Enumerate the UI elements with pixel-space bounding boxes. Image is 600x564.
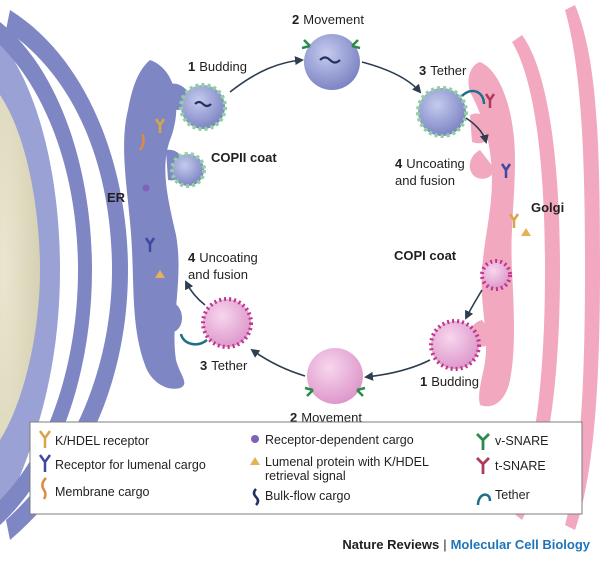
v-snare-icon <box>351 39 361 50</box>
credit-separator: | <box>443 537 447 552</box>
golgi-outer-cisterna <box>565 5 600 530</box>
golgi-label: Golgi <box>531 200 564 215</box>
golgi-cis-cisterna <box>468 62 515 407</box>
arrow-budding-to-movement <box>229 56 304 93</box>
arrow-golgi-uncoating <box>465 117 489 144</box>
t-snare-legend-icon <box>476 457 490 474</box>
v-snare-icon <box>301 39 311 50</box>
k-hdel-receptor-icon <box>508 213 520 228</box>
v-snare-icon <box>356 386 366 397</box>
copii-vesicle <box>416 86 468 138</box>
copi-vesicle <box>307 348 363 404</box>
copi-vesicle-moving <box>304 348 366 404</box>
figure-credit: Nature Reviews|Molecular Cell Biology <box>342 537 590 552</box>
copii-vesicle-moving <box>301 34 361 90</box>
membrane-cargo-legend-icon <box>41 477 47 500</box>
copi-coat-label: COPI coat <box>394 248 457 263</box>
copi-vesicle <box>429 319 481 371</box>
t-snare-icon <box>484 93 496 108</box>
bulk-flow-cargo-icon <box>319 56 341 64</box>
arrow-movement-to-tether <box>361 61 422 94</box>
legend-bulk-flow-cargo: Bulk-flow cargo <box>265 489 350 503</box>
tether-legend-icon <box>476 493 492 506</box>
arrow-movement-to-tether-bottom <box>250 348 306 377</box>
lumenal-protein-icon <box>155 270 165 278</box>
er-cisterna-outer <box>0 22 92 525</box>
nucleus <box>0 95 40 440</box>
lumenal-receptor-icon <box>144 237 156 252</box>
arrow-er-uncoating <box>185 280 206 306</box>
copi-vesicle-tethered <box>179 297 253 349</box>
copii-vesicle <box>179 83 227 131</box>
copii-coat-label: COPII coat <box>211 150 277 165</box>
k-hdel-receptor-icon <box>154 118 166 133</box>
legend-v-snare: v-SNARE <box>495 434 548 448</box>
membrane-cargo-glyphs <box>138 93 531 278</box>
v-snare-legend-icon <box>476 433 490 450</box>
er-bud-low <box>160 299 182 334</box>
lumenal-protein-legend-icon <box>250 457 260 465</box>
copi-vesicle-small <box>480 259 512 291</box>
tether-icon <box>461 89 486 105</box>
golgi-middle-cisterna <box>512 35 560 520</box>
bulk-flow-cargo-icon <box>194 100 212 108</box>
legend-lumenal-protein: Lumenal protein with K/HDEL <box>265 455 429 469</box>
er-cisterna-middle <box>6 10 128 540</box>
step-uncoating-left-line2: and fusion <box>188 267 248 282</box>
copi-vesicle-budding-golgi <box>480 259 512 291</box>
legend: K/HDEL receptor Receptor for lumenal car… <box>29 421 583 515</box>
copii-vesicle-tethered <box>416 86 486 138</box>
membrane-cargo-icon <box>138 133 145 151</box>
er-region: ER <box>0 10 191 540</box>
bulk-flow-cargo-legend-icon <box>252 488 260 506</box>
k-hdel-receptor-legend-icon <box>38 430 52 448</box>
step-uncoating-right-line2: and fusion <box>395 173 455 188</box>
legend-t-snare: t-SNARE <box>495 459 546 473</box>
copii-vesicle-small <box>170 152 206 188</box>
lumenal-protein-icon <box>521 228 531 236</box>
er-label: ER <box>107 190 126 205</box>
tether-icon <box>179 333 208 346</box>
copi-vesicle <box>201 297 253 349</box>
cycle-arrows <box>185 56 489 381</box>
copii-vesicle-budding <box>179 83 227 131</box>
legend-receptor-dependent-cargo: Receptor-dependent cargo <box>265 433 414 447</box>
legend-tether: Tether <box>495 488 530 502</box>
copi-vesicle-budding <box>429 319 481 371</box>
arrow-copi-budding-down <box>465 289 483 320</box>
lumenal-receptor-icon <box>500 163 512 178</box>
v-snare-icon <box>304 386 314 397</box>
publisher-name: Nature Reviews <box>342 537 440 552</box>
copii-vesicle-forming <box>170 152 206 188</box>
receptor-dependent-cargo-legend-icon <box>251 435 259 443</box>
legend-membrane-cargo: Membrane cargo <box>55 485 150 499</box>
legend-kdel-receptor: K/HDEL receptor <box>55 434 149 448</box>
arrow-budding-to-movement-bottom <box>364 359 431 381</box>
journal-name: Molecular Cell Biology <box>450 537 590 552</box>
lumenal-receptor-legend-icon <box>38 454 52 472</box>
receptor-dependent-cargo-icon <box>142 184 150 192</box>
legend-lumenal-receptor: Receptor for lumenal cargo <box>55 458 206 472</box>
legend-lumenal-protein-line2: retrieval signal <box>265 469 346 483</box>
golgi-bud-mid <box>469 150 494 179</box>
